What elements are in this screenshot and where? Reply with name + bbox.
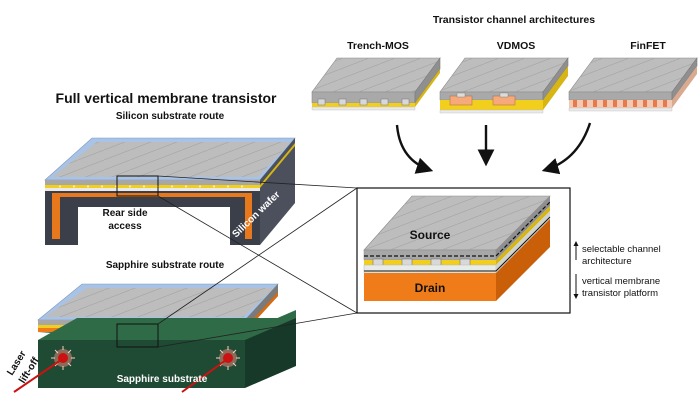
zoom-connectors (157, 175, 358, 348)
sapphire-route-title: Sapphire substrate route (106, 260, 225, 271)
finfet-block (568, 57, 698, 112)
sapphire-substrate-label: Sapphire substrate (117, 374, 208, 385)
vdmos-block (439, 57, 569, 114)
label-finfet: FinFET (630, 40, 666, 52)
label-trench-mos: Trench-MOS (347, 40, 409, 52)
annotation-channel-line1: selectable channel (582, 244, 661, 255)
rear-side-access-line2: access (108, 221, 142, 232)
main-title: Full vertical membrane transistor (56, 90, 278, 106)
source-label: Source (410, 228, 451, 242)
silicon-route-title: Silicon substrate route (116, 111, 225, 122)
arrow-trench-to-detail (395, 124, 434, 174)
rear-side-access-line1: Rear side (102, 208, 147, 219)
laser-beam-left (13, 359, 62, 393)
annotation-channel-line2: architecture (582, 256, 632, 267)
annotation-platform-line2: transistor platform (582, 288, 658, 299)
drain-label: Drain (415, 281, 446, 295)
label-vdmos: VDMOS (497, 40, 536, 52)
sapphire-route-block (37, 283, 296, 388)
annotation-platform-line1: vertical membrane (582, 276, 660, 287)
arrow-finfet-to-detail (541, 122, 592, 175)
laser-beam-right (181, 359, 227, 393)
silicon-route-block (44, 137, 296, 245)
trench-mos-block (311, 57, 441, 111)
architectures-header: Transistor channel architectures (433, 14, 595, 26)
detail-device (363, 195, 551, 301)
